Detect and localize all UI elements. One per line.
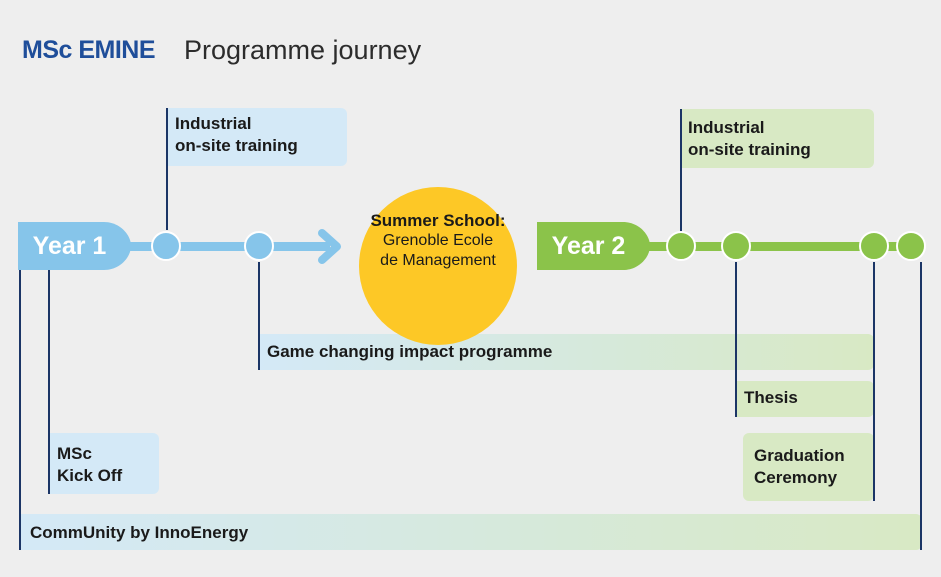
milestone-dot	[666, 231, 696, 261]
arrow-head-icon	[318, 229, 341, 264]
box-community-innoenergy: CommUnity by InnoEnergy	[20, 514, 922, 550]
title-programme-name: MSc EMINE	[22, 36, 156, 64]
connector-line	[735, 262, 737, 417]
year1-pill-shape	[18, 222, 131, 270]
connector-line	[19, 268, 21, 550]
milestone-dot	[151, 231, 181, 261]
milestone-dot	[721, 231, 751, 261]
box-industrial-training-2: Industrial on-site training	[681, 109, 874, 168]
title-programme-journey: Programme journey	[184, 35, 422, 65]
summer-school-circle: Summer School: Grenoble Ecole de Managem…	[359, 187, 517, 345]
connector-line	[258, 262, 260, 370]
summer-school-title: Summer School:	[370, 211, 506, 230]
connector-line	[873, 262, 875, 501]
box-graduation-ceremony: Graduation Ceremony	[743, 433, 874, 501]
connector-line	[920, 262, 922, 550]
year-2-label: Year 2	[551, 232, 626, 260]
connector-line	[48, 268, 50, 494]
year2-pill-shape	[537, 222, 650, 270]
summer-school-location: Grenoble Ecole de Management	[380, 232, 496, 269]
milestone-dot	[244, 231, 274, 261]
milestone-dot	[859, 231, 889, 261]
box-thesis: Thesis	[736, 381, 874, 417]
box-industrial-training-1: Industrial on-site training	[167, 108, 347, 166]
year-1-label: Year 1	[32, 232, 107, 260]
timeline-track-year2	[640, 242, 910, 251]
connector-line	[166, 108, 168, 230]
connector-line	[680, 109, 682, 233]
milestone-dot	[896, 231, 926, 261]
box-msc-kick-off: MSc Kick Off	[49, 433, 159, 494]
box-game-changing-programme: Game changing impact programme	[259, 334, 874, 370]
timeline-track-year1	[125, 242, 330, 251]
